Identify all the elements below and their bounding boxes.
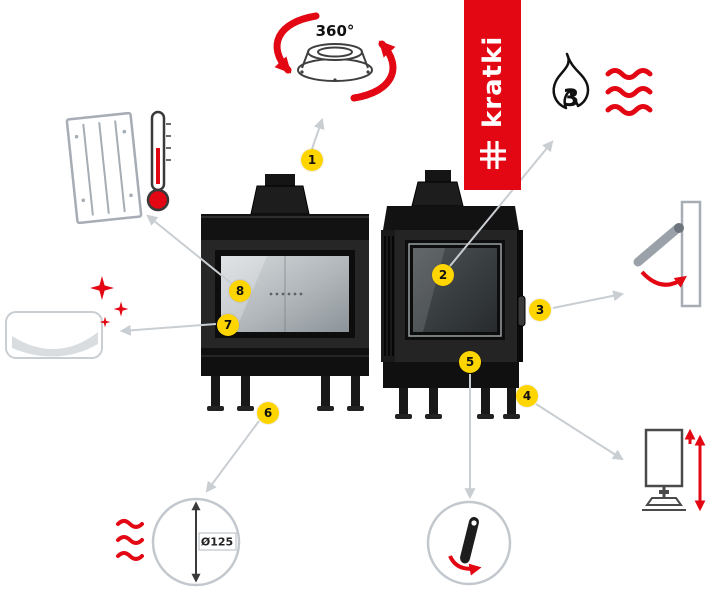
sparkle-icon — [90, 276, 129, 328]
callout-5-badge: 5 — [459, 351, 481, 373]
lever-handle — [460, 517, 479, 563]
radiator-thermometer-icon — [58, 102, 178, 246]
line-to-rotation-icon — [311, 117, 325, 150]
radiator-panel — [65, 111, 143, 225]
callout-4-badge: 4 — [516, 385, 538, 407]
lever-move-arrow — [448, 555, 482, 576]
rotation-label: 360° — [316, 22, 355, 40]
kratki-logo-text: kratki — [477, 35, 508, 128]
leveling-foot — [645, 497, 683, 506]
callout-2-badge: 2 — [432, 264, 454, 286]
rotation-arrow-right — [350, 40, 397, 102]
adjustable-legs-icon — [618, 424, 718, 523]
callout-3-badge: 3 — [529, 299, 551, 321]
handle-pivot — [674, 223, 684, 233]
stove-side-profile — [644, 428, 684, 488]
air-flow-waves-icon — [116, 519, 144, 561]
rotation-arrow-left — [273, 12, 320, 74]
line-to-flame-icon — [449, 140, 554, 267]
heat-waves-icon — [605, 68, 653, 116]
line-to-legs-icon — [535, 403, 624, 461]
callout-7-badge: 7 — [217, 314, 239, 336]
flame-outline — [552, 52, 590, 110]
thermometer-icon — [146, 110, 171, 212]
duct-diameter-label: Ø125 — [201, 536, 233, 549]
callout-6-badge: 6 — [257, 402, 279, 424]
line-to-radiator-icon — [146, 214, 232, 284]
flame-heat-icon: 3 — [520, 48, 670, 147]
rotation-360-icon: 360° — [250, 2, 420, 116]
callout-8-badge: 8 — [229, 280, 251, 302]
air-duct-diameter-icon: Ø125 — [112, 492, 242, 596]
handle-bar — [633, 223, 683, 267]
kratki-logo: kratki — [464, 0, 521, 190]
door-handle-icon — [618, 198, 718, 322]
line-to-duct-icon — [205, 420, 260, 493]
control-lever-icon — [424, 498, 514, 592]
kratki-grid-icon — [479, 141, 506, 169]
line-to-handle-icon — [552, 290, 625, 309]
glass-shine — [12, 332, 98, 357]
callout-1-badge: 1 — [301, 149, 323, 171]
line-to-glass-icon — [119, 323, 217, 336]
door-handle — [517, 295, 526, 327]
flue-collar — [297, 43, 373, 82]
clean-glass-icon — [0, 272, 135, 376]
flame-count-label: 3 — [563, 84, 580, 112]
door-edge — [680, 200, 702, 308]
handle-rotate-arrow — [640, 270, 687, 288]
